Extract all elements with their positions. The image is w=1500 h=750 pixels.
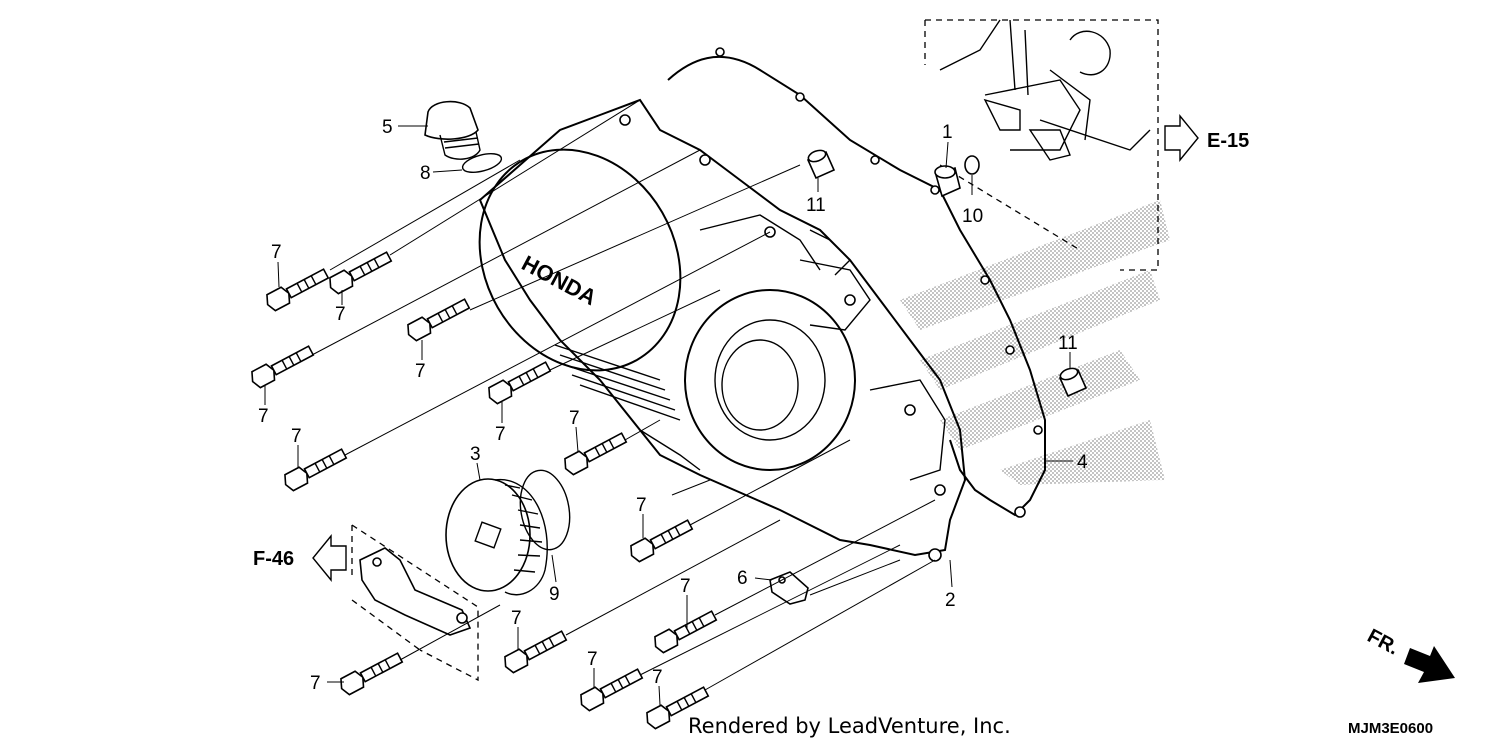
gasket [667,55,1046,517]
washer [964,155,980,175]
diagram-code: MJM3E0600 [1348,720,1433,737]
alignment-lines [311,99,936,691]
label-1: 1 [942,122,953,143]
label-7-i: 7 [680,576,691,597]
label-5: 5 [382,117,393,138]
label-4: 4 [1077,452,1088,473]
label-7-e: 7 [495,424,506,445]
label-7-j: 7 [511,608,522,629]
bracket-detail [351,524,479,682]
label-7-m: 7 [652,667,663,688]
label-7-b: 7 [335,304,346,325]
dowel-pin-lower [1058,367,1088,398]
bolts [251,251,718,730]
label-8: 8 [420,163,431,184]
dowel-pin-upper [806,149,836,180]
label-6: 6 [737,568,748,589]
label-7-a: 7 [271,242,282,263]
halftone-shading [900,200,1170,485]
solid-arrow-icon [1404,646,1455,683]
label-7-h: 7 [636,495,647,516]
label-3: 3 [470,444,481,465]
front-label: FR. [1364,625,1403,660]
leader-lines [264,125,1073,706]
label-11-upper: 11 [806,195,826,216]
ref-f46-label: F-46 [253,548,294,570]
oil-filler-cap [424,100,481,160]
label-10: 10 [962,206,983,227]
label-7-k: 7 [310,673,321,694]
label-7-l: 7 [587,649,598,670]
cap-o-ring [519,469,571,551]
reference-f46[interactable]: F-46 [253,534,347,582]
gasket-holes [715,47,1043,518]
plug [934,165,961,198]
part-labels: 5 8 1 10 11 11 4 2 6 3 9 7 7 7 7 7 7 7 7… [258,117,1088,694]
engine-case-detail [924,19,1159,271]
front-direction-marker: FR. [1364,625,1455,683]
cover-fins [554,344,681,421]
label-2: 2 [945,590,956,611]
outline-arrow-left-icon [312,534,347,582]
label-9: 9 [549,584,560,605]
label-7-d: 7 [415,361,426,382]
clutch-cover: HONDA [478,98,967,562]
label-7-c: 7 [258,406,269,427]
label-7-f: 7 [291,426,302,447]
outline-arrow-right-icon [1164,114,1199,162]
render-credit: Rendered by LeadVenture, Inc. [688,714,1011,738]
o-ring [461,152,503,174]
reference-e15[interactable]: E-15 [1164,114,1249,162]
label-7-g: 7 [569,408,580,429]
inspection-cap [445,478,548,596]
ref-e15-label: E-15 [1207,130,1249,152]
label-11-lower: 11 [1058,333,1078,354]
